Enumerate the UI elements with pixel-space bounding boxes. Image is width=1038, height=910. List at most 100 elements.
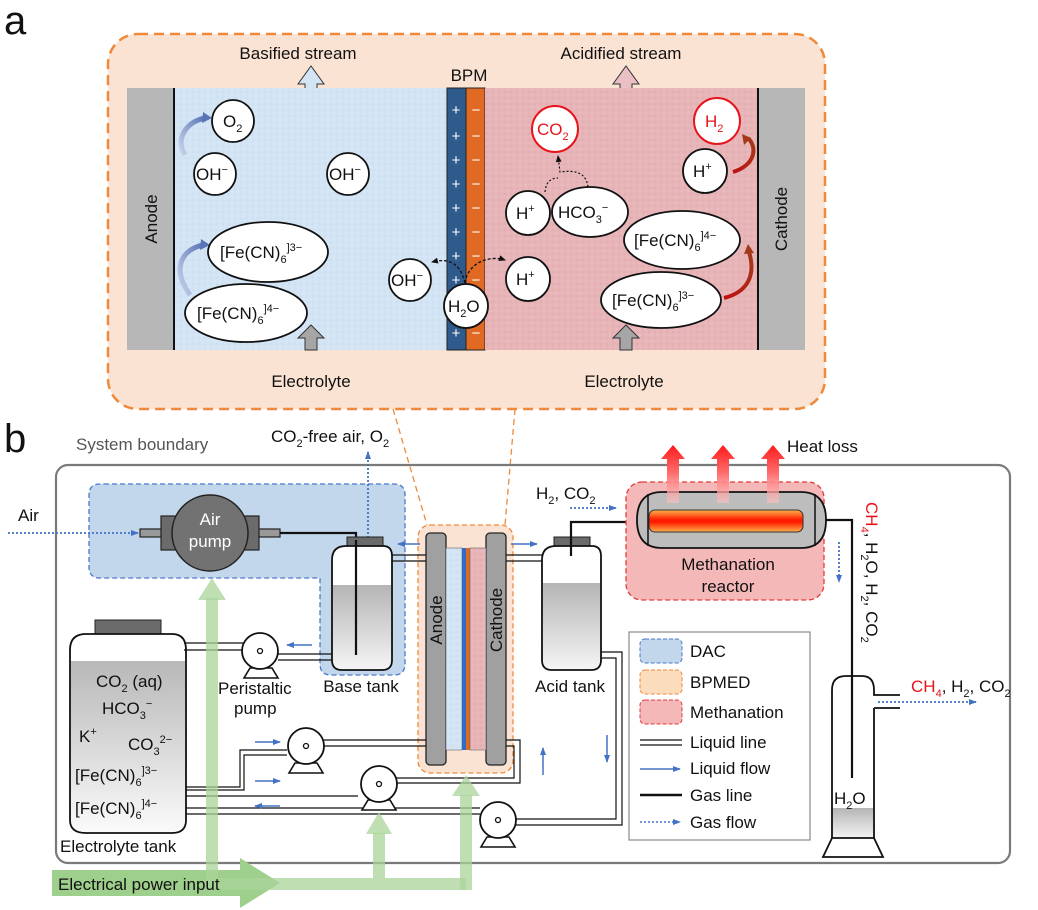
panel-label-a: a <box>4 0 27 43</box>
air-pump-label-1: Air <box>200 510 221 529</box>
species-oh-bpm: OH− <box>388 258 432 302</box>
heat-loss-label: Heat loss <box>787 437 858 456</box>
zoom-connector-right <box>504 408 516 526</box>
heat-loss-arrows <box>661 445 785 503</box>
legend-label-methanation: Methanation <box>690 703 784 722</box>
tank-carbonate: CO32− <box>128 734 172 758</box>
electrical-power-input-label: Electrical power input <box>58 875 220 894</box>
basified-stream-label: Basified stream <box>239 44 356 63</box>
legend-swatch-dac <box>639 638 683 664</box>
svg-text:[Fe(CN)6]4−: [Fe(CN)6]4− <box>197 303 279 327</box>
svg-text:[Fe(CN)6]3−: [Fe(CN)6]3− <box>220 242 302 266</box>
acidified-stream-label: Acidified stream <box>561 44 682 63</box>
cathode-label: Cathode <box>772 187 791 251</box>
reduction-arrow-fe-icon <box>723 251 754 300</box>
tank-co2aq: CO2 (aq) <box>96 672 163 695</box>
species-bicarbonate: HCO3− <box>551 186 629 238</box>
bpm-label: BPM <box>451 66 488 85</box>
h2-co2-label: H2, CO2 <box>536 484 595 507</box>
svg-text:+: + <box>452 248 461 265</box>
peristaltic-pump-2 <box>287 727 325 774</box>
anode-electrode <box>127 88 174 350</box>
system-boundary-label: System boundary <box>76 435 209 454</box>
svg-text:CO2: CO2 <box>537 120 569 143</box>
acid-tank-label: Acid tank <box>535 677 605 696</box>
svg-text:+: + <box>452 325 461 342</box>
reduction-arrow-h2-icon <box>732 136 756 174</box>
bpmed-anode <box>425 532 447 766</box>
tank-potassium: K+ <box>79 726 97 746</box>
svg-text:−: − <box>472 272 481 289</box>
svg-text:−: − <box>472 224 481 241</box>
co2-free-air-label: CO2-free air, O2 <box>271 427 389 450</box>
svg-text:+: + <box>452 128 461 145</box>
svg-text:H2: H2 <box>705 112 723 135</box>
svg-text:+: + <box>452 224 461 241</box>
cathode-electrode <box>758 88 805 350</box>
oxidation-arrow-fe-icon <box>177 242 204 297</box>
water-trap <box>831 675 900 838</box>
svg-text:+: + <box>452 200 461 217</box>
svg-text:−: − <box>472 248 481 265</box>
species-co2: CO2 <box>531 105 579 153</box>
svg-text:+: + <box>452 176 461 193</box>
svg-text:H+: H+ <box>516 203 535 223</box>
electrical-power-lines <box>52 578 480 908</box>
species-oh-left-1: OH− <box>193 152 237 196</box>
base-tank-label: Base tank <box>323 677 399 696</box>
peristaltic-pump-label-2: pump <box>234 699 277 718</box>
species-o2: O2 <box>211 99 255 143</box>
bpm-charges: + + + + + + + + + − − − − − − − − − <box>452 102 481 342</box>
peristaltic-pump-label-1: Peristaltic <box>218 679 292 698</box>
species-h2: H2 <box>693 97 741 145</box>
species-h-cathode: H+ <box>682 148 728 194</box>
reactor-label-2: reactor <box>702 577 755 596</box>
species-ferricyanide-right: [Fe(CN)6]3− <box>600 271 722 329</box>
electrolyte-label-left: Electrolyte <box>271 372 350 391</box>
electrolyte-inlet-arrow-left-icon <box>296 324 326 351</box>
svg-text:O2: O2 <box>223 112 242 135</box>
system-boundary <box>54 463 1012 865</box>
species-ferricyanide-left: [Fe(CN)6]3− <box>207 221 329 283</box>
peristaltic-pump-4 <box>479 801 517 848</box>
stack-cathode-label: Cathode <box>487 588 506 652</box>
co2-release-arrow-icon <box>555 155 589 188</box>
product-gas-vertical-label: CH4, H2O, H2, CO2 <box>858 502 881 643</box>
heating-element <box>648 509 804 533</box>
svg-text:−: − <box>472 325 481 342</box>
svg-text:HCO3−: HCO3− <box>558 202 608 226</box>
legend-swatch-bpmed <box>639 669 683 695</box>
trap-water-label: H2O <box>834 789 866 812</box>
electrolyte-tank-label: Electrolyte tank <box>60 837 177 856</box>
svg-text:−: − <box>472 176 481 193</box>
air-pump-label-2: pump <box>189 532 232 551</box>
gas-line-acid-to-reactor <box>569 520 640 556</box>
svg-text:OH−: OH− <box>196 164 228 184</box>
species-oh-left-2: OH− <box>326 152 370 196</box>
reactor-label-1: Methanation <box>681 555 775 574</box>
legend-label-dac: DAC <box>690 642 726 661</box>
dissociation-arrow-h-icon <box>464 255 506 284</box>
svg-text:−: − <box>472 200 481 217</box>
anode-label: Anode <box>142 194 161 243</box>
species-h-bpm: H+ <box>505 256 551 302</box>
tank-ferricyanide: [Fe(CN)6]3− <box>75 765 157 789</box>
oxidation-arrow-o2-icon <box>178 115 206 157</box>
svg-text:+: + <box>452 152 461 169</box>
svg-text:OH−: OH− <box>391 270 423 290</box>
species-h-upper: H+ <box>505 190 551 236</box>
species-ferrocyanide-right: [Fe(CN)6]4− <box>623 210 741 270</box>
svg-text:−: − <box>472 102 481 119</box>
legend: DAC BPMED Methanation Liquid line Liquid… <box>628 631 811 841</box>
air-label: Air <box>18 506 39 525</box>
electrolyte-inlet-arrow-right-icon <box>611 324 641 351</box>
air-pump <box>171 494 249 572</box>
svg-text:H2O: H2O <box>448 297 480 320</box>
peristaltic-pump-1 <box>241 632 280 679</box>
svg-text:+: + <box>452 272 461 289</box>
protonation-path-icon <box>544 177 559 193</box>
legend-label-gas-flow: Gas flow <box>690 813 757 832</box>
tank-bicarbonate: HCO3− <box>102 698 152 722</box>
liquid-line-base-stack <box>392 554 543 562</box>
zoom-connector-left <box>392 408 428 526</box>
